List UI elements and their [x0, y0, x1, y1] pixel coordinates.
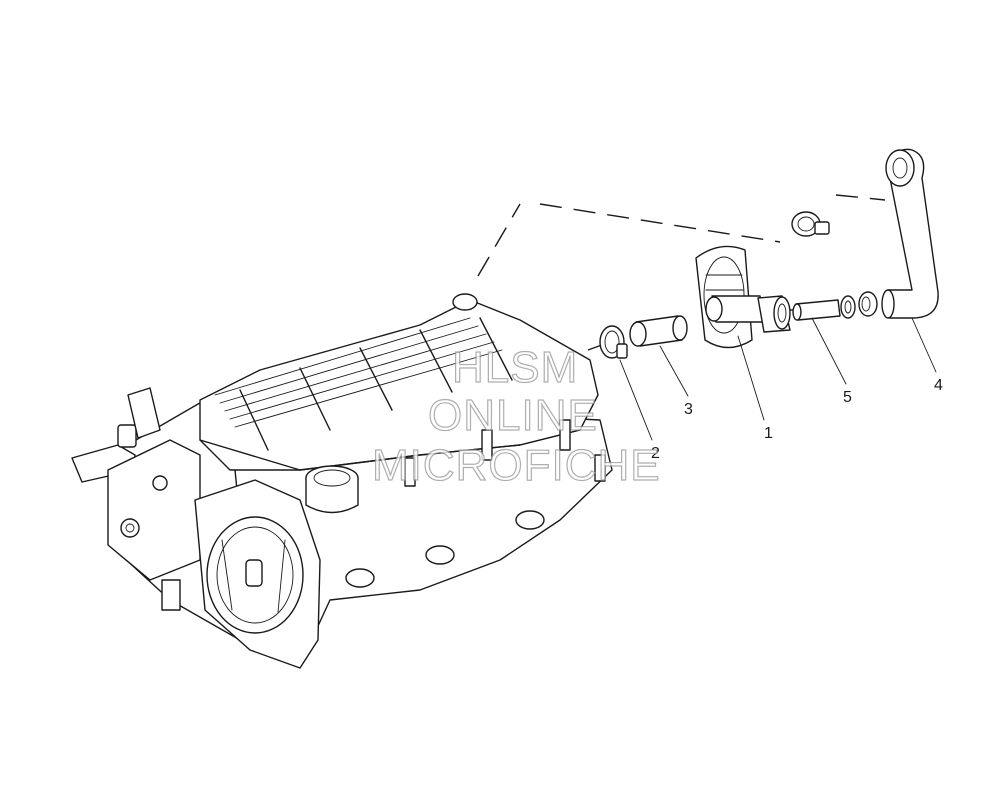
watermark-line-3: MICROFICHE: [372, 441, 661, 490]
cover-ribs: [214, 317, 513, 451]
callout-5: 5: [843, 389, 852, 406]
watermark-line-1: HLSM: [452, 343, 578, 392]
hose-clamp-part-2: [599, 325, 628, 359]
callout-3: 3: [684, 401, 693, 418]
callout-4: 4: [934, 377, 943, 394]
leader-lines: [619, 317, 937, 441]
elbow-hose-part-4: [881, 148, 939, 319]
cylinder-head-assembly: [71, 293, 613, 669]
watermark: HLSM ONLINE MICROFICHE: [371, 342, 661, 490]
watermark-line-2: ONLINE: [428, 391, 598, 440]
timing-cover: [194, 479, 321, 669]
hose-sleeve-part-3: [629, 315, 688, 347]
upper-hose-clamp: [791, 211, 830, 237]
pcv-valve-part-1: [695, 245, 791, 349]
tube-part-5: [792, 291, 878, 321]
oil-filler-cap: [305, 465, 359, 514]
callout-1: 1: [764, 425, 773, 442]
callout-2: 2: [651, 445, 660, 462]
